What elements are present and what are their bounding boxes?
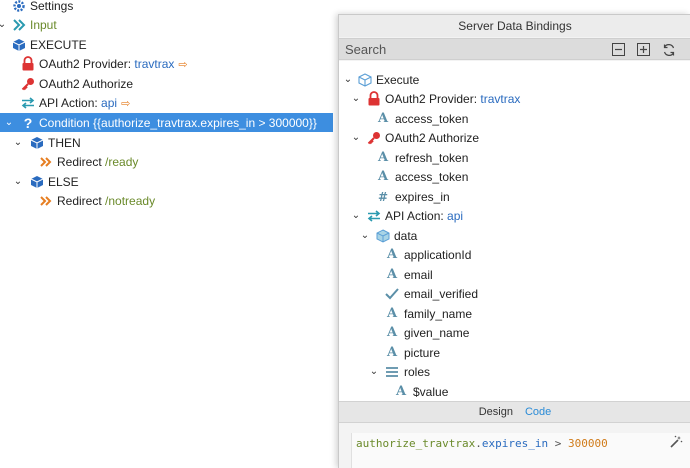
tree-item-label: API Action: api⇨ [39, 95, 131, 110]
binding-label: expires_in [395, 189, 450, 204]
lock-icon [367, 91, 381, 107]
chevron-down-icon[interactable]: ⌄ [351, 93, 361, 104]
double-chevron-right-icon [11, 17, 27, 33]
double-chevron-right-icon [38, 193, 54, 209]
string-type-icon: A [377, 150, 389, 165]
tree-item-then[interactable]: ⌄ THEN [0, 133, 333, 152]
binding-label: OAuth2 Authorize [385, 130, 480, 145]
action-tree: Settings ⌄ Input EXECUTE OAuth2 Provider… [0, 0, 333, 468]
string-type-icon: A [386, 267, 398, 282]
editor-tabs: Design Code [339, 401, 690, 423]
binding-label: access_token [395, 111, 469, 126]
chevron-down-icon[interactable]: ⌄ [351, 132, 361, 143]
binding-label: applicationId [404, 247, 472, 262]
tree-item-label: ELSE [48, 174, 79, 189]
goto-icon: ⇨ [121, 97, 131, 110]
binding-label: refresh_token [395, 150, 469, 165]
tree-item-label: Condition {{authorize_travtrax.expires_i… [39, 115, 317, 130]
tree-item-label: Redirect /ready [57, 154, 139, 169]
chevron-down-icon[interactable]: ⌄ [369, 366, 379, 377]
string-type-icon: A [386, 247, 398, 262]
gear-icon [11, 0, 27, 14]
expand-all-icon[interactable] [636, 42, 651, 57]
boolean-check-icon [385, 286, 399, 302]
tree-item-execute[interactable]: EXECUTE [0, 35, 333, 54]
chevron-down-icon[interactable]: ⌄ [13, 137, 23, 148]
key-icon [367, 130, 381, 146]
code-editor[interactable]: authorize_travtrax.expires_in > 300000 [351, 433, 690, 468]
chevron-down-icon[interactable]: ⌄ [0, 19, 7, 30]
binding-label: Execute [376, 72, 420, 87]
bindings-tree: ⌄ Execute ⌄ OAuth2 Provider: travtrax A … [339, 61, 690, 401]
string-type-icon: A [395, 384, 407, 399]
swap-arrows-icon [367, 208, 381, 224]
cube-outline-icon [376, 228, 390, 244]
binding-label: roles [404, 364, 431, 379]
tree-item-label: EXECUTE [30, 37, 87, 52]
tree-item-oauth-provider[interactable]: OAuth2 Provider: travtrax⇨ [0, 54, 333, 73]
question-icon: ? [23, 114, 33, 131]
tree-item-label: THEN [48, 135, 81, 150]
number-type-icon: # [377, 189, 389, 204]
tree-item-label: Input [30, 17, 57, 32]
binding-label: email [404, 267, 433, 282]
tree-item-condition[interactable]: ⌄ ? Condition {{authorize_travtrax.expir… [0, 113, 333, 132]
chevron-down-icon[interactable]: ⌄ [13, 176, 23, 187]
server-data-bindings-panel: Server Data Bindings ⌄ Execute ⌄ OAut [338, 14, 690, 468]
magic-wand-icon[interactable] [669, 435, 683, 449]
double-chevron-right-icon [38, 154, 54, 170]
string-type-icon: A [377, 169, 389, 184]
cube-icon [29, 135, 45, 151]
tree-item-label: Redirect /notready [57, 193, 156, 208]
tree-item-label: Settings [30, 0, 74, 13]
tree-item-redirect-ready[interactable]: Redirect /ready [0, 152, 333, 171]
binding-label: given_name [404, 325, 470, 340]
code-expression: authorize_travtrax.expires_in > 300000 [356, 437, 608, 450]
binding-label: API Action: api [385, 208, 464, 223]
key-icon [20, 76, 36, 92]
collapse-all-icon[interactable] [611, 42, 626, 57]
tab-code[interactable]: Code [524, 406, 552, 418]
binding-label: OAuth2 Provider: travtrax [385, 91, 521, 106]
search-bar [339, 38, 690, 60]
tree-item-label: OAuth2 Provider: travtrax⇨ [39, 56, 188, 71]
swap-arrows-icon [20, 95, 36, 111]
chevron-down-icon[interactable]: ⌄ [351, 210, 361, 221]
tree-item-settings[interactable]: Settings [0, 0, 333, 15]
refresh-icon[interactable] [661, 42, 676, 57]
tree-item-label: OAuth2 Authorize [39, 76, 134, 91]
tree-item-else[interactable]: ⌄ ELSE [0, 172, 333, 191]
cube-icon [11, 37, 27, 53]
lock-icon [20, 56, 36, 72]
tab-design[interactable]: Design [478, 406, 513, 418]
search-input[interactable] [345, 40, 585, 58]
string-type-icon: A [386, 325, 398, 340]
tree-item-input[interactable]: ⌄ Input [0, 15, 333, 34]
array-list-icon [385, 364, 399, 380]
tree-item-redirect-notready[interactable]: Redirect /notready [0, 191, 333, 210]
string-type-icon: A [377, 111, 389, 126]
string-type-icon: A [386, 306, 398, 321]
chevron-down-icon[interactable]: ⌄ [343, 74, 353, 85]
binding-label: data [394, 228, 418, 243]
tree-item-api-action[interactable]: API Action: api⇨ [0, 93, 333, 112]
binding-label: access_token [395, 169, 469, 184]
panel-title: Server Data Bindings [339, 15, 690, 37]
binding-label: family_name [404, 306, 473, 321]
chevron-down-icon[interactable]: ⌄ [360, 230, 370, 241]
goto-icon: ⇨ [178, 58, 188, 71]
cube-outline-icon [358, 72, 372, 88]
tree-item-oauth-authorize[interactable]: OAuth2 Authorize [0, 74, 333, 93]
binding-label: picture [404, 345, 441, 360]
chevron-down-icon[interactable]: ⌄ [4, 117, 14, 128]
cube-icon [29, 174, 45, 190]
binding-label: $value [413, 384, 449, 399]
binding-label: email_verified [404, 286, 479, 301]
string-type-icon: A [386, 345, 398, 360]
